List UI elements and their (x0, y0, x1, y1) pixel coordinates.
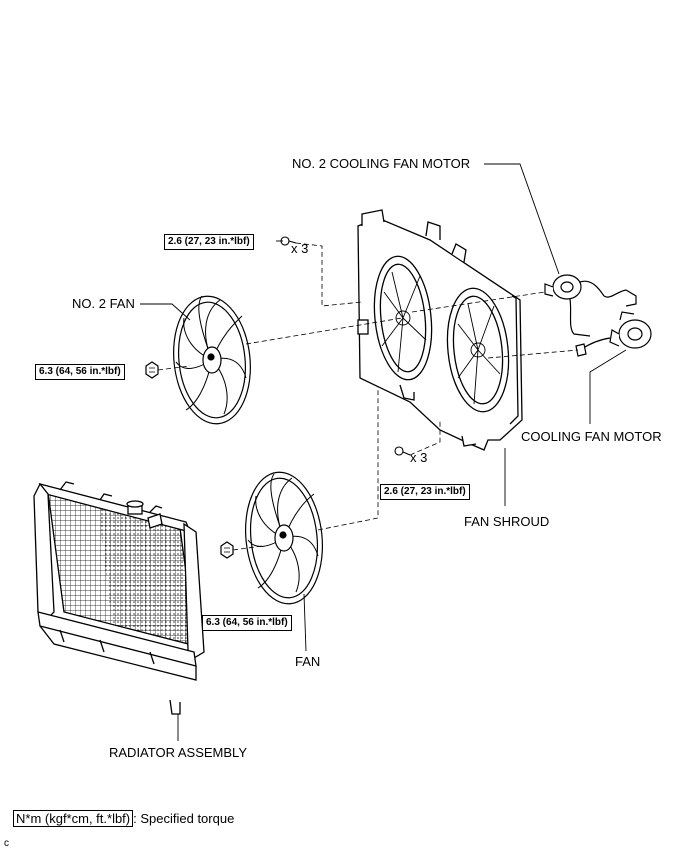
figure-code: c (4, 838, 9, 849)
label-radiator-assembly: RADIATOR ASSEMBLY (109, 745, 247, 760)
label-fan-shroud: FAN SHROUD (464, 514, 550, 529)
nut-fan (220, 541, 234, 559)
fan-shroud-part (357, 209, 523, 451)
bolt-bottom (394, 446, 411, 456)
label-no2-cooling-fan-motor: NO. 2 COOLING FAN MOTOR (292, 156, 471, 171)
legend-description: : Specified torque (133, 811, 235, 826)
legend-unit: N*m (kgf*cm, ft.*lbf) (13, 810, 134, 827)
torque-bolt-bottom: 2.6 (27, 23 in.*lbf) (380, 484, 470, 500)
label-cooling-fan-motor: COOLING FAN MOTOR (521, 429, 662, 444)
torque-legend: N*m (kgf*cm, ft.*lbf): Specified torque (13, 810, 235, 827)
leader-lines (140, 163, 627, 741)
label-fan: FAN (295, 654, 321, 669)
quantity-bolt-top: x 3 (291, 241, 309, 256)
radiator-assembly-part (33, 481, 205, 715)
fan-part (244, 471, 324, 605)
assembly-guide-lines (157, 242, 579, 551)
torque-nut-no2-fan: 6.3 (64, 56 in.*lbf) (35, 364, 125, 380)
torque-nut-fan: 6.3 (64, 56 in.*lbf) (202, 615, 292, 631)
no2-fan-part (173, 295, 251, 425)
nut-no2-fan (145, 361, 159, 379)
torque-bolt-top: 2.6 (27, 23 in.*lbf) (164, 234, 254, 250)
quantity-bolt-bottom: x 3 (410, 450, 428, 465)
no2-cooling-fan-motor-part (544, 274, 637, 337)
bolt-top (280, 236, 297, 246)
cooling-fan-motor-part (575, 311, 652, 357)
label-no2-fan: NO. 2 FAN (72, 296, 135, 311)
